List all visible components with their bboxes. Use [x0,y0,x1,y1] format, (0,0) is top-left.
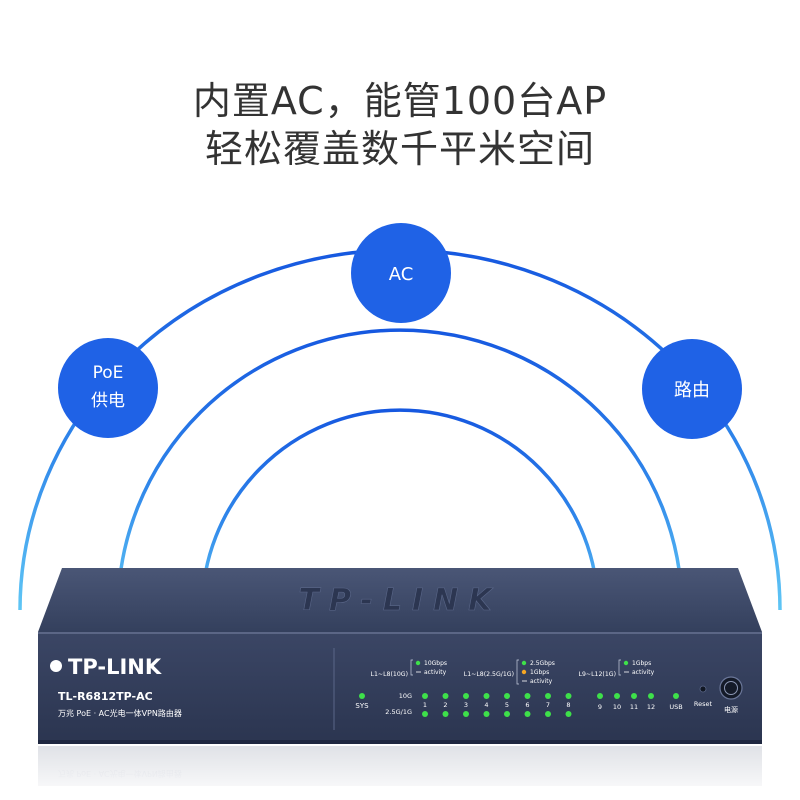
port-led-2-5g [483,711,490,717]
port-number: 8 [566,701,570,709]
legend-group-label: L9~L12(1G) [579,671,616,678]
port-led-2-5g [565,711,572,717]
power-button[interactable] [719,676,743,700]
legend-group-label: L1~L8(10G) [371,671,408,678]
port-number: 6 [525,701,529,709]
row-label-10g: 10G [399,692,412,700]
feature-router-label: 路由 [674,380,710,401]
port-led-1g [648,693,654,699]
brand-logo: TP-LINK [68,655,162,679]
legend-led [521,660,527,666]
sys-label: SYS [355,702,369,710]
port-led-1g [597,693,603,699]
port-led-10g [565,693,572,699]
port-number: 1 [423,701,427,709]
feature-bubble-ac: AC [351,223,451,323]
device-reflection: 万兆 PoE · AC光电一体VPN路由器 [30,746,770,800]
port-number: 2 [443,701,447,709]
port-led-2-5g [442,711,449,717]
usb-led [673,693,679,699]
legend-bracket [618,659,621,676]
feature-ac-label: AC [389,264,414,285]
reset-button[interactable] [699,685,707,693]
legend-item-label: 1Gbps [530,669,549,676]
router-device: TP-LINK TP-LINK TL-R6812TP-AC 万兆 PoE · A… [38,568,762,744]
legend-item-label: activity [424,669,447,676]
power-label: 电源 [724,705,738,714]
port-legend: L1~L8(10G) 10Gbps activity L1~L8(2.5G/1G) 2.… [371,659,655,685]
port-led-10g [504,693,510,699]
legend-bracket [516,659,519,685]
port-number: 9 [598,703,602,711]
feature-bubble-poe: PoE 供电 [58,338,158,438]
port-number: 10 [613,703,621,711]
port-led-10g [483,693,490,699]
port-number: 11 [630,703,638,711]
top-embossed-logo: TP-LINK [298,583,501,618]
port-number: 5 [505,701,509,709]
legend-led [521,669,527,675]
usb-label: USB [669,703,682,711]
legend-bracket [410,659,413,676]
port-number: 7 [546,701,550,709]
power-icon [724,681,738,695]
reset-label: Reset [694,700,713,708]
port-led-10g [463,693,469,699]
port-led-10g [545,693,551,699]
signal-arc-inner [200,408,600,611]
port-led-10g [422,693,428,699]
signal-arc-middle [116,328,684,611]
port-led-10g [524,693,531,699]
port-led-1g [631,693,637,699]
legend-group-label: L1~L8(2.5G/1G) [464,671,514,678]
legend-item-label: 10Gbps [424,660,447,667]
brand-area: TP-LINK TL-R6812TP-AC 万兆 PoE · AC光电一体VPN… [50,655,182,718]
sys-led [359,693,365,699]
feature-poe-line2: 供电 [91,391,125,411]
port-led-2-5g [504,711,510,717]
port-number: 12 [647,703,655,711]
feature-bubble-router: 路由 [642,339,742,439]
port-number: 4 [484,701,488,709]
row-label-2-5g: 2.5G/1G [385,708,412,716]
legend-led [623,660,629,666]
model-description: 万兆 PoE · AC光电一体VPN路由器 [58,708,182,718]
legend-item-label: 1Gbps [632,660,651,667]
port-led-2-5g [463,711,469,717]
headline-line-2: 轻松覆盖数千平米空间 [204,127,595,171]
port-led-1g [614,693,620,699]
port-led-2-5g [422,711,428,717]
feature-poe-line1: PoE [93,363,124,383]
legend-item-label: 2.5Gbps [530,660,555,667]
port-led-2-5g [545,711,551,717]
legend-item-label: activity [530,678,553,685]
brand-registered-icon [50,660,62,672]
legend-item-label: activity [632,669,655,676]
legend-led [415,660,421,666]
headline-line-1: 内置AC，能管100台AP [192,79,608,123]
port-led-10g [442,693,449,699]
port-led-2-5g [524,711,531,717]
model-number: TL-R6812TP-AC [58,690,153,703]
port-number: 3 [464,701,468,709]
